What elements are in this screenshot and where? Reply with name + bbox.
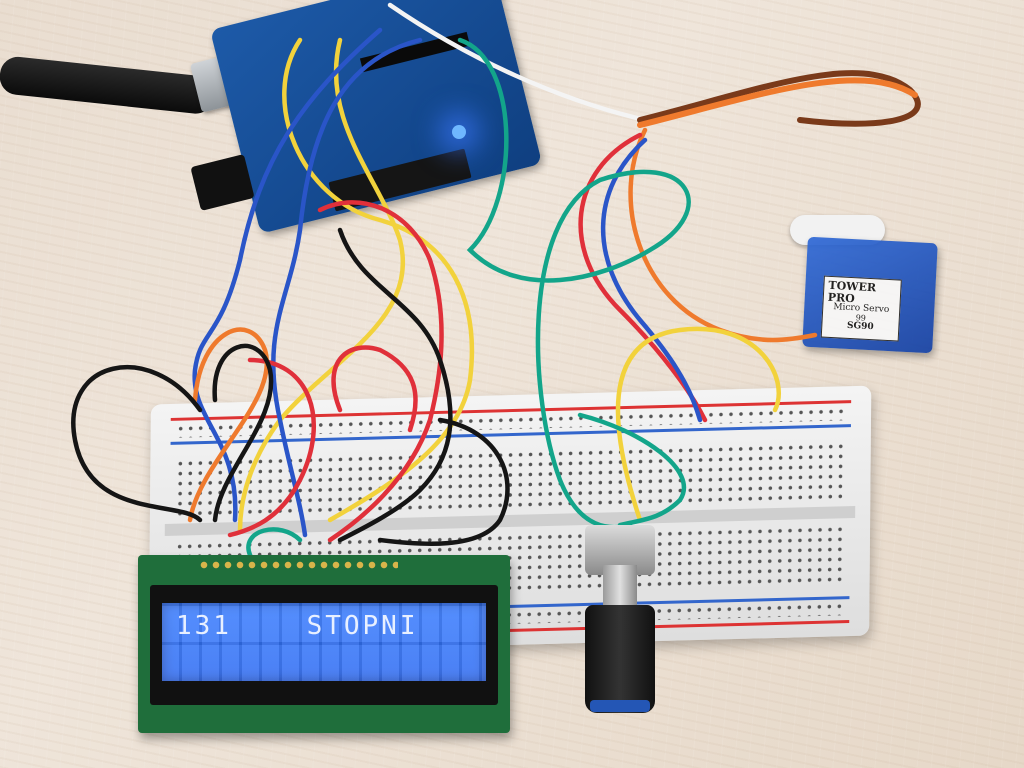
wire-black-lcd bbox=[212, 343, 274, 523]
wire-red-servo bbox=[578, 132, 708, 423]
lcd-module: 131 STOPNI bbox=[138, 555, 510, 733]
potentiometer-knob bbox=[585, 605, 655, 713]
lcd-header-pins bbox=[198, 559, 398, 571]
wire-blue-arduino bbox=[192, 27, 383, 523]
wire-yellow-pot bbox=[615, 326, 781, 523]
wire-teal-pot bbox=[577, 412, 687, 528]
wire-black-right bbox=[377, 417, 510, 546]
wire-yellow-long bbox=[282, 37, 475, 523]
wire-yellow-lcd bbox=[237, 37, 405, 533]
lcd-text-line-1: 131 STOPNI bbox=[176, 611, 419, 641]
wire-orange-servo-signal bbox=[628, 127, 818, 343]
potentiometer-knob-base bbox=[590, 700, 650, 712]
wire-servo-orange bbox=[637, 77, 918, 128]
wire-white bbox=[387, 2, 648, 123]
power-led bbox=[452, 125, 466, 139]
wire-black-loop bbox=[71, 364, 203, 523]
wire-orange-lcd bbox=[187, 327, 270, 523]
wire-blue-lcd bbox=[271, 37, 423, 538]
wire-red-arduino bbox=[317, 200, 444, 543]
wire-blue-servo bbox=[600, 137, 703, 423]
wire-servo-brown bbox=[637, 70, 921, 127]
wire-red-lcd bbox=[227, 357, 316, 538]
lcd-pixel-grid bbox=[162, 603, 486, 681]
lcd-bezel: 131 STOPNI bbox=[150, 585, 498, 705]
lcd-screen: 131 STOPNI bbox=[162, 603, 486, 681]
wire-black-arduino bbox=[337, 227, 453, 543]
wire-teal-top bbox=[457, 37, 691, 530]
wire-red-loop bbox=[331, 345, 418, 433]
